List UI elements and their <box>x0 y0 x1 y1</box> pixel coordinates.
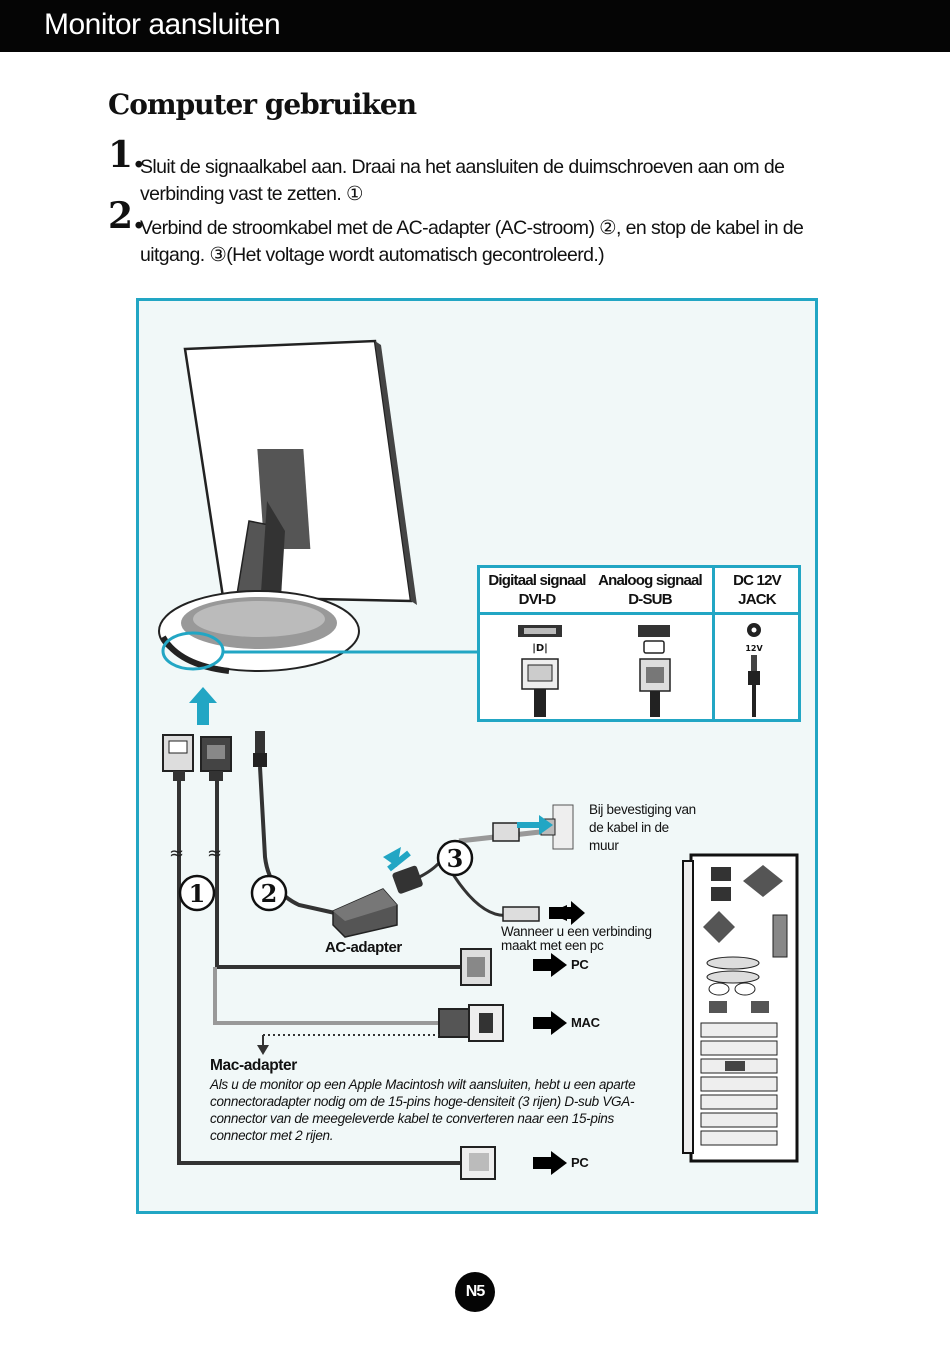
ac-adapter-label: AC-adapter <box>325 939 402 956</box>
dc-plug-icon <box>253 731 267 767</box>
step-text: Verbind de stroomkabel met de AC-adapter… <box>140 217 804 266</box>
callout-3: 3 <box>436 839 474 877</box>
dvi-port-icon: |D| <box>518 625 562 717</box>
svg-text:1: 1 <box>189 879 206 908</box>
mac-adapter-title: Mac-adapter <box>210 1057 297 1074</box>
callout-2: 2 <box>250 874 288 912</box>
analog-signal-header: Analoog signaal D-SUB <box>598 572 703 608</box>
signal-table: Digitaal signaal DVI-D Analoog signaal D… <box>477 565 801 722</box>
dsub-pc-connector-icon <box>460 948 492 986</box>
ac-adapter-icon <box>332 888 398 938</box>
arrow-right-icon <box>533 953 567 977</box>
mac-label: MAC <box>571 1015 600 1030</box>
arrow-right-icon <box>533 1011 567 1035</box>
svg-text:12V: 12V <box>745 644 763 653</box>
dc-jack-icon: 12V <box>745 623 763 717</box>
power-plug-icon <box>392 865 423 894</box>
page-number: N5 <box>455 1272 495 1312</box>
svg-text:≈: ≈ <box>207 843 222 864</box>
arrow-right-icon <box>549 901 585 925</box>
digital-signal-header: Digitaal signaal DVI-D <box>488 572 586 608</box>
monitor-back-icon <box>183 339 417 631</box>
pc-label: PC <box>571 957 589 972</box>
step-text: Sluit de signaalkabel aan. Draai na het … <box>140 156 785 205</box>
pc-note: Wanneer u een verbinding maakt met een p… <box>501 924 652 953</box>
svg-text:|D|: |D| <box>532 643 548 654</box>
pc-tower-icon <box>682 853 799 1163</box>
wall-note: Bij bevestiging van de kabel in de muur <box>589 802 696 853</box>
dc-jack-header: DC 12V JACK <box>733 572 782 608</box>
dvi-pc-connector-icon <box>460 1146 496 1180</box>
header-title: Monitor aansluiten <box>44 8 281 41</box>
dsub-port-icon <box>638 625 671 717</box>
svg-text:3: 3 <box>447 844 464 873</box>
pc-label: PC <box>571 1155 589 1170</box>
arrow-down-icon <box>257 1045 269 1055</box>
section-title: Computer gebruiken <box>108 88 417 121</box>
connection-diagram: ≈ ≈ <box>136 298 818 1214</box>
stand-base-icon <box>158 590 360 674</box>
dvi-connector-icon <box>162 734 194 781</box>
step-number: 1. <box>108 134 145 176</box>
dsub-connector-icon <box>200 736 232 781</box>
arrow-up-icon <box>189 687 217 725</box>
callout-1: 1 <box>178 874 216 912</box>
mac-adapter-description: Als u de monitor op een Apple Macintosh … <box>210 1077 636 1143</box>
header-bar: Monitor aansluiten <box>0 0 950 52</box>
step-number: 2. <box>108 195 145 237</box>
arrow-right-icon <box>533 1151 567 1175</box>
svg-text:≈: ≈ <box>169 843 184 864</box>
diagram-illustration: ≈ ≈ <box>158 339 799 1180</box>
connector-icons: |D| 12V <box>518 623 763 717</box>
svg-text:2: 2 <box>261 879 278 908</box>
mac-adapter-icon <box>438 1004 504 1042</box>
